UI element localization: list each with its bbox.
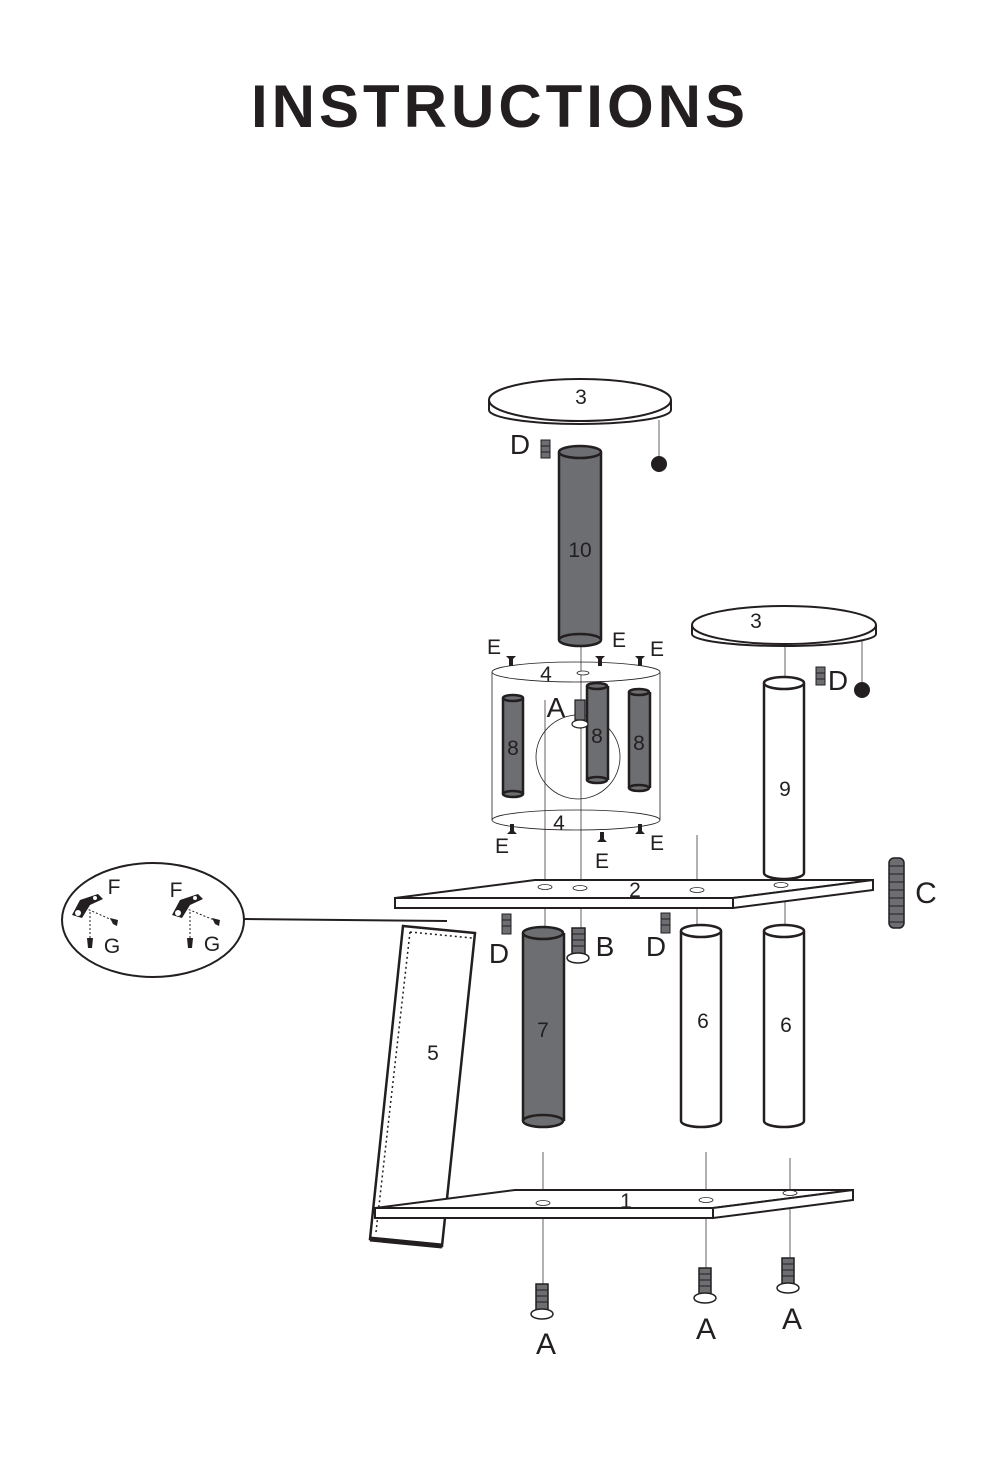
label-hw-e-bot-right: E [650,832,664,855]
post-6-right [762,923,806,1129]
label-hw-d-mid-left: D [489,938,509,969]
label-hw-g-left: G [104,935,120,958]
label-hw-e-top-left: E [487,636,501,659]
post-8-right [627,687,652,793]
board-2 [394,878,874,910]
part-labels: 3 10 4 4 8 8 8 3 9 2 5 7 6 6 1 [427,386,792,1213]
dowel-icon [501,913,512,935]
dowel-icon [660,912,671,934]
label-hw-f-right: F [170,879,183,902]
dowel-icon [540,439,551,459]
post-9 [762,675,806,881]
label-part-8-middle: 8 [591,725,603,748]
label-hw-c: C [915,877,937,910]
page-title: INSTRUCTIONS [251,73,749,140]
dowel-icon [815,666,826,686]
label-hw-a-base-mid: A [696,1313,716,1346]
threaded-rod-icon [888,857,905,929]
label-part-2: 2 [629,879,641,902]
label-hw-e-top-right: E [650,638,664,661]
label-part-9: 9 [779,778,791,801]
label-hw-e-top-mid: E [612,629,626,652]
label-part-6-left: 6 [697,1010,709,1033]
ramp-5 [368,924,477,1249]
bolt-icon [571,699,589,729]
post-6-left [679,923,723,1129]
label-part-4-bottom: 4 [553,812,565,835]
platform-3-right [691,605,877,698]
label-hw-e-bot-left: E [495,835,509,858]
label-hw-b: B [596,931,615,962]
bolt-b-icon [566,927,590,964]
bolt-icon [530,1283,554,1320]
label-part-7: 7 [537,1019,549,1042]
label-part-8-left: 8 [507,737,519,760]
board-1 [374,1188,854,1220]
label-part-5: 5 [427,1042,439,1065]
label-part-10: 10 [568,539,591,562]
label-part-6-right: 6 [780,1014,792,1037]
post-8-middle [585,681,610,785]
bolt-icon [693,1267,717,1304]
platform-3-top [488,378,672,472]
bracket-icon [172,894,220,948]
label-part-1: 1 [620,1190,632,1213]
post-10 [557,444,603,648]
label-hw-d-right: D [828,665,848,696]
label-hw-d-top: D [510,429,530,460]
bolt-icon [776,1257,800,1294]
post-8-left [501,693,525,799]
screw-icon [506,656,645,842]
label-part-3-top: 3 [575,386,587,409]
label-hw-f-left: F [108,876,121,899]
label-hw-d-mid-right: D [646,931,666,962]
dangle-ball-top [651,456,667,472]
post-7 [521,925,566,1129]
label-hw-a-base-right: A [782,1303,802,1336]
label-hw-a-base-left: A [536,1328,556,1361]
label-part-3-right: 3 [750,610,762,633]
dangle-ball-right [854,682,870,698]
label-hw-a-cube: A [547,692,566,723]
label-part-4-top: 4 [540,663,552,686]
label-hw-g-right: G [204,933,220,956]
bracket-icon [72,894,118,948]
label-part-8-right: 8 [633,732,645,755]
hardware-labels: D D D D A B C E E E E E E A A A F F G G [104,429,937,1361]
detail-inset [61,862,245,978]
label-hw-e-bot-mid: E [595,850,609,873]
